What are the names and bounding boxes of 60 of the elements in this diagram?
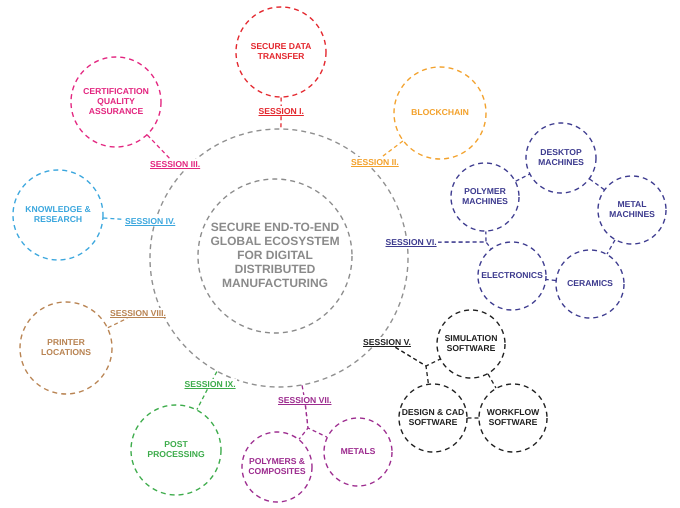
topic-label: ELECTRONICS [481, 271, 543, 281]
connector-line [301, 385, 304, 396]
topic-label: CERAMICS [567, 279, 613, 289]
session-label: SESSION VI. [384, 237, 438, 248]
topic-circle [450, 162, 520, 232]
session-label: SESSION IV. [124, 216, 176, 226]
connector-line [515, 174, 530, 182]
topic-label: DESIGN & CAD SOFTWARE [400, 408, 466, 428]
connector-line [298, 405, 309, 440]
session-label: SESSION IX. [184, 379, 237, 390]
topic-circle [436, 309, 506, 379]
connector-line [589, 178, 605, 190]
center-title: SECURE END-TO-END GLOBAL ECOSYSTEM FOR DIGITAL DISTRIBUTED MANUFACTURING [209, 221, 341, 291]
session-label: SESSION III. [149, 159, 202, 170]
topic-label: SIMULATION SOFTWARE [444, 334, 498, 354]
connector-line [212, 371, 218, 380]
topic-label: METALS [340, 447, 376, 457]
session-label: SESSION V. [362, 337, 412, 348]
topic-circle [555, 249, 625, 319]
session-label: SESSION VII. [277, 395, 332, 406]
topic-label: DESKTOP MACHINES [537, 148, 585, 168]
topic-circle [393, 66, 487, 160]
topic-circle [477, 241, 547, 311]
topic-circle [323, 417, 393, 487]
connector-line [196, 389, 208, 410]
connector-line [103, 217, 124, 220]
connector-line [546, 278, 556, 282]
topic-label: WORKFLOW SOFTWARE [486, 408, 540, 428]
connector-line [468, 417, 478, 419]
topic-label: SECURE DATA TRANSFER [250, 42, 312, 62]
topic-circle [130, 404, 222, 496]
connector-line [438, 241, 492, 249]
topic-label: CERTIFICATION QUALITY ASSURANCE [82, 87, 150, 117]
connector-line [280, 116, 282, 128]
topic-circle [398, 383, 468, 453]
session-label: SESSION I. [258, 106, 305, 116]
connector-line [487, 374, 497, 388]
topic-circle [12, 169, 104, 261]
topic-circle [70, 56, 162, 148]
topic-circle [478, 383, 548, 453]
topic-label: PRINTER LOCATIONS [40, 338, 92, 358]
topic-circle [241, 431, 313, 503]
center-circle [197, 178, 353, 334]
connector-line [381, 140, 404, 158]
topic-label: BLOCKCHAIN [411, 108, 469, 118]
topic-label: POST PROCESSING [146, 440, 206, 460]
topic-circle [597, 175, 667, 245]
topic-label: KNOWLEDGE & RESEARCH [24, 205, 92, 225]
topic-label: POLYMERS & COMPOSITES [247, 457, 307, 477]
connector-line [146, 134, 171, 160]
topic-label: POLYMER MACHINES [461, 187, 509, 207]
connector-line [280, 98, 282, 106]
session-label: SESSION VIII. [109, 308, 167, 318]
topic-circle [235, 6, 327, 98]
connector-line [395, 346, 430, 384]
topic-label: METAL MACHINES [608, 200, 656, 220]
connector-line [108, 318, 128, 328]
connector-line [606, 240, 616, 254]
topic-circle [525, 122, 597, 194]
session-label: SESSION II. [350, 157, 400, 168]
